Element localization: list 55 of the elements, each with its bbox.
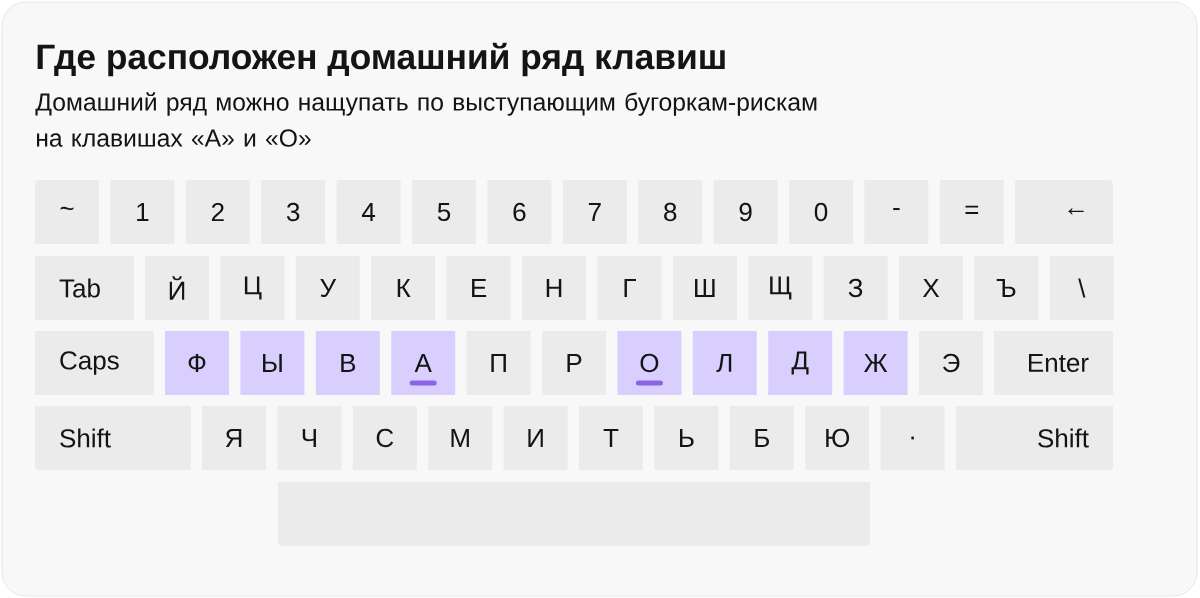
- key: М: [428, 406, 493, 470]
- key: Shift: [35, 406, 191, 470]
- key: Caps: [35, 331, 154, 395]
- key: У: [295, 256, 360, 320]
- key: 2: [185, 180, 250, 244]
- key: Shift: [956, 406, 1113, 470]
- key: 3: [261, 180, 326, 244]
- key: Р: [542, 331, 606, 395]
- key: 6: [487, 180, 552, 244]
- key: 0: [789, 180, 853, 244]
- key: С: [352, 406, 417, 470]
- key: Д: [768, 331, 833, 395]
- key: Л: [692, 331, 757, 395]
- key: Й: [145, 256, 209, 320]
- key: Tab: [35, 256, 134, 320]
- key: 5: [412, 180, 476, 244]
- key: Б: [729, 406, 794, 470]
- key: Ф: [165, 331, 229, 395]
- key: И: [503, 406, 568, 470]
- key: Н: [522, 256, 586, 320]
- key: 9: [713, 180, 778, 244]
- key: 7: [562, 180, 627, 244]
- key: Э: [919, 331, 983, 395]
- key: .: [880, 406, 945, 470]
- key: ←: [1015, 180, 1113, 244]
- key: Ю: [805, 406, 870, 470]
- key: 1: [110, 180, 175, 244]
- key: Щ: [748, 256, 813, 320]
- key: Ш: [672, 256, 737, 320]
- key: Enter: [994, 331, 1113, 395]
- key: \: [1049, 256, 1114, 320]
- key: К: [371, 256, 436, 320]
- key: ~: [35, 180, 99, 244]
- key: Х: [899, 256, 963, 320]
- key: Я: [202, 406, 266, 470]
- key: Г: [597, 256, 662, 320]
- key: О: [617, 331, 682, 395]
- key: П: [466, 331, 531, 395]
- key: -: [864, 180, 929, 244]
- key: Ч: [277, 406, 342, 470]
- key: Ь: [654, 406, 719, 470]
- key: =: [939, 180, 1004, 244]
- subtitle: Домашний ряд можно нащупать по выступающим бугоркам-рискам на клавишах «А» и «О»: [35, 92, 817, 147]
- key: Е: [446, 256, 511, 320]
- key: Ы: [240, 331, 305, 395]
- key: 4: [336, 180, 401, 244]
- key: Ц: [220, 256, 285, 320]
- title: Где расположен домашний ряд клавиш: [37, 42, 725, 77]
- key: В: [315, 331, 380, 395]
- key: З: [823, 256, 888, 320]
- key: А: [391, 331, 456, 395]
- key: 8: [638, 180, 703, 244]
- key: Ж: [843, 331, 908, 395]
- key: Ъ: [974, 256, 1039, 320]
- key: Т: [579, 406, 643, 470]
